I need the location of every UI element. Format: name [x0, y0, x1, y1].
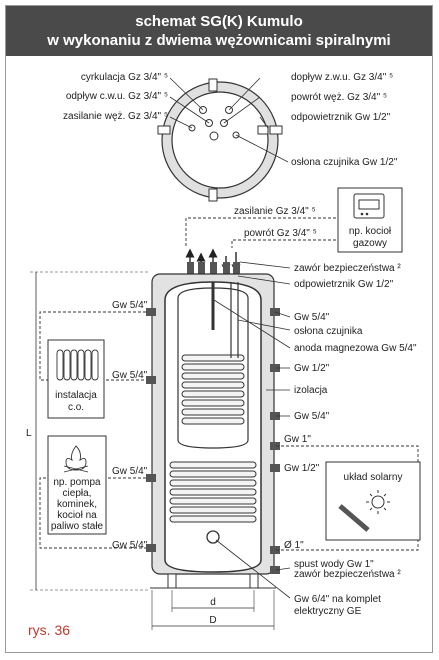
top-lug: [208, 78, 218, 92]
right-callouts: zawór bezpieczeństwa ² odpowietrznik Gw …: [213, 261, 417, 617]
label-heater-1: Gw 6/4" na komplet: [294, 594, 381, 605]
bottom-lug: [208, 188, 218, 202]
label-gw54-right-a: Gw 5/4": [294, 312, 330, 323]
label-vent-top: odpowietrznik Gw 1/2": [291, 112, 391, 123]
left-lug: [157, 125, 171, 135]
diagram-frame: [5, 5, 433, 653]
figure-label: rys. 36: [28, 622, 71, 638]
boiler-section: np. kocioł gazowy zasilanie Gz 3/4" ⁵ po…: [185, 187, 403, 253]
label-heater-2: elektryczny GE: [294, 606, 362, 617]
alt-source-line-5: paliwo stałe: [51, 521, 104, 532]
boiler-label-2: gazowy: [353, 238, 387, 249]
alt-source-line-3: kominek,: [57, 499, 97, 510]
label-cold-inlet: dopływ z.w.u. Gz 3/4" ⁵: [291, 72, 393, 83]
label-drain: spust wody Gw 1": [294, 559, 374, 570]
upper-coil: [181, 354, 245, 425]
lower-coil: [169, 461, 257, 523]
boiler-label-1: np. kocioł: [349, 226, 392, 237]
top-view: cyrkulacja Gz 3/4" ⁵ odpływ c.w.u. Gz 3/…: [63, 72, 398, 202]
left-stubs: [146, 308, 156, 552]
label-boiler-supply: zasilanie Gz 3/4" ⁵: [234, 206, 316, 217]
diagram-title: schemat SG(K) Kumulo w wykonaniu z dwiem…: [6, 6, 432, 56]
dimension-L: L: [26, 428, 32, 439]
fire-icon: [63, 445, 89, 473]
top-connection-pipes: [185, 248, 241, 274]
label-gw54-left-1: Gw 5/4": [112, 300, 148, 311]
label-gw54-right-b: Gw 5/4": [294, 411, 330, 422]
label-boiler-return: powrót Gz 3/4" ⁵: [244, 228, 317, 239]
alt-sources-box: [47, 435, 107, 535]
foot-right: [249, 573, 259, 589]
top-view-inner-circle: [171, 91, 269, 189]
right-lug: [269, 125, 283, 135]
installation-label-1: instalacja: [55, 390, 97, 401]
dimension-d: d: [210, 597, 216, 608]
label-coil-supply: zasilanie węż. Gz 3/4" ⁵: [63, 111, 168, 122]
label-insulation: izolacja: [294, 385, 328, 396]
label-gw54-left-4: Gw 5/4": [112, 540, 148, 551]
right-lug-2: [257, 125, 269, 135]
label-valve-2: zawór bezpieczeństwa ²: [294, 569, 401, 580]
alt-source-line-4: kocioł na: [57, 510, 97, 521]
title-line-1: schemat SG(K) Kumulo: [135, 13, 303, 30]
solar-label: układ solarny: [344, 472, 403, 483]
alt-source-line-1: np. pompa: [53, 477, 101, 488]
label-gw54-left-3: Gw 5/4": [112, 466, 148, 477]
title-line-2: w wykonaniu z dwiema wężownicami spiraln…: [47, 32, 391, 49]
bottom-dimensions: d D: [151, 590, 275, 630]
alt-source-line-2: ciepła,: [63, 488, 92, 499]
left-callouts: L Gw 5/4" Gw 5/4" Gw 5/4" Gw 5/4" instal…: [26, 271, 150, 591]
installation-label-2: c.o.: [68, 402, 84, 413]
label-gw1: Gw 1": [284, 434, 311, 445]
label-phi1: Ø 1": [284, 540, 304, 551]
label-gw12-right-a: Gw 1/2": [294, 363, 330, 374]
solar-panel-icon: [338, 490, 390, 532]
port-center: [209, 131, 219, 141]
label-gw12-right-b: Gw 1/2": [284, 463, 320, 474]
solar-section: układ solarny: [276, 445, 421, 551]
label-hot-outlet: odpływ c.w.u. Gz 3/4" ⁵: [66, 91, 168, 102]
tank-front-view: [146, 248, 280, 589]
label-sensor-top: osłona czujnika Gw 1/2": [291, 157, 398, 168]
label-circulation: cyrkulacja Gz 3/4" ⁵: [81, 72, 168, 83]
label-valve: zawór bezpieczeństwa ²: [294, 263, 401, 274]
radiator-icon: [56, 349, 99, 381]
label-coil-return: powrót węż. Gz 3/4" ⁵: [291, 92, 387, 103]
label-gw54-left-2: Gw 5/4": [112, 370, 148, 381]
label-sensor-sleeve: osłona czujnika: [294, 326, 363, 337]
dimension-D: D: [209, 615, 216, 626]
label-anode: anoda magnezowa Gw 5/4": [294, 343, 417, 354]
label-vent: odpowietrznik Gw 1/2": [294, 279, 394, 290]
foot-left: [167, 573, 177, 589]
